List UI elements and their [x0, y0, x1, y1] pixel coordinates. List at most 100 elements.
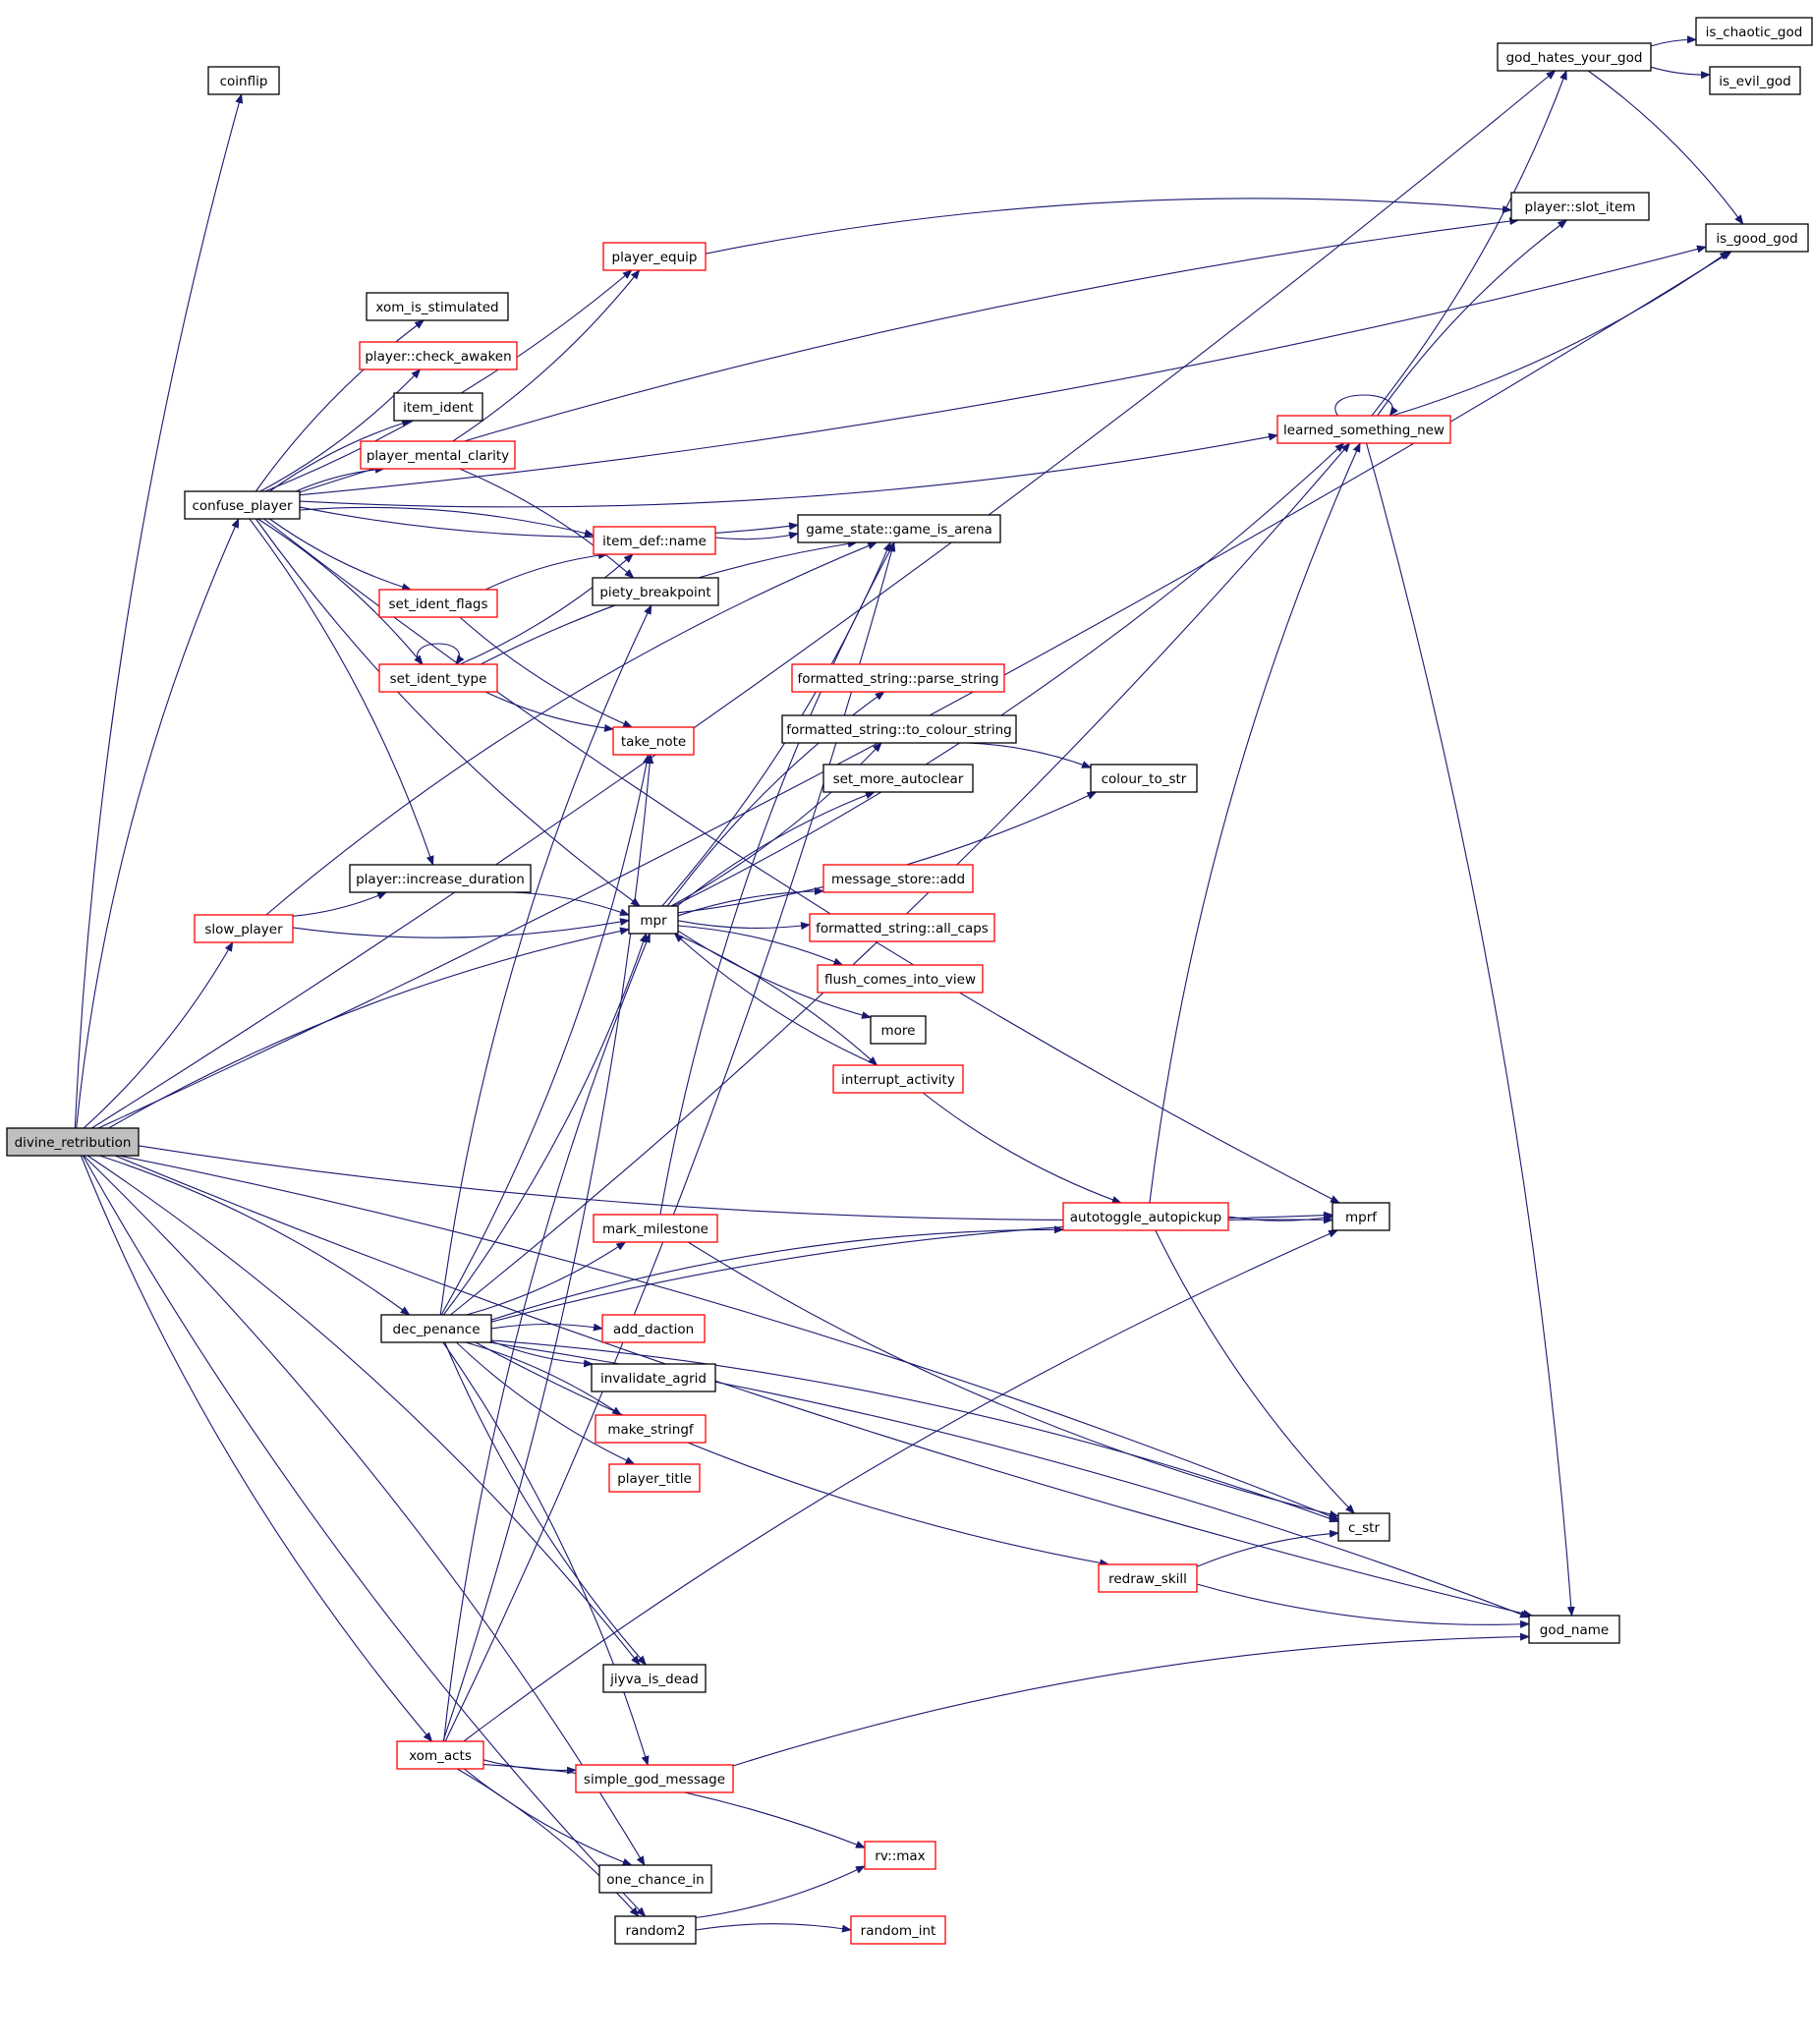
node-box[interactable]: [1276, 415, 1451, 444]
node-divine_retribution[interactable]: divine_retribution: [6, 1127, 140, 1157]
node-rv_max[interactable]: rv::max: [864, 1841, 936, 1870]
node-god_name[interactable]: god_name: [1528, 1615, 1620, 1644]
node-box[interactable]: [598, 1864, 712, 1894]
node-box[interactable]: [602, 1664, 707, 1693]
node-box[interactable]: [378, 663, 498, 693]
node-coinflip[interactable]: coinflip: [207, 66, 280, 95]
node-invalidate_agrid[interactable]: invalidate_agrid: [591, 1363, 716, 1392]
node-box[interactable]: [359, 341, 518, 370]
node-game_is_arena[interactable]: game_state::game_is_arena: [797, 514, 1001, 543]
node-colour_to_str[interactable]: colour_to_str: [1090, 764, 1198, 793]
node-xom_is_stimulated[interactable]: xom_is_stimulated: [366, 292, 509, 321]
node-box[interactable]: [380, 1314, 492, 1343]
node-one_chance_in[interactable]: one_chance_in: [598, 1864, 712, 1894]
node-random2[interactable]: random2: [614, 1915, 697, 1945]
node-box[interactable]: [396, 1740, 484, 1770]
node-interrupt_activity[interactable]: interrupt_activity: [832, 1064, 964, 1094]
node-box[interactable]: [809, 913, 995, 942]
node-box[interactable]: [628, 905, 679, 935]
node-all_caps[interactable]: formatted_string::all_caps: [809, 913, 995, 942]
node-simple_god_message[interactable]: simple_god_message: [575, 1764, 734, 1793]
node-to_colour_string[interactable]: formatted_string::to_colour_string: [781, 714, 1017, 744]
node-player_mental_clarity[interactable]: player_mental_clarity: [360, 440, 516, 470]
node-box[interactable]: [832, 1064, 964, 1094]
node-make_stringf[interactable]: make_stringf: [595, 1414, 707, 1444]
node-box[interactable]: [822, 864, 974, 893]
node-box[interactable]: [592, 577, 719, 606]
node-mark_milestone[interactable]: mark_milestone: [593, 1214, 718, 1243]
node-item_def_name[interactable]: item_def::name: [593, 526, 716, 555]
node-box[interactable]: [870, 1015, 927, 1045]
node-flush_comes_into_view[interactable]: flush_comes_into_view: [817, 964, 984, 994]
node-box[interactable]: [612, 726, 695, 756]
node-box[interactable]: [378, 589, 498, 618]
node-box[interactable]: [791, 663, 1005, 693]
node-player_equip[interactable]: player_equip: [602, 242, 707, 271]
node-box[interactable]: [366, 292, 509, 321]
node-box[interactable]: [1062, 1202, 1229, 1231]
node-box[interactable]: [817, 964, 984, 994]
node-box[interactable]: [194, 914, 294, 943]
node-box[interactable]: [575, 1764, 734, 1793]
node-box[interactable]: [1098, 1563, 1198, 1593]
node-message_store_add[interactable]: message_store::add: [822, 864, 974, 893]
node-box[interactable]: [591, 1363, 716, 1392]
node-take_note[interactable]: take_note: [612, 726, 695, 756]
node-box[interactable]: [349, 864, 532, 893]
node-set_more_autoclear[interactable]: set_more_autoclear: [822, 764, 974, 793]
node-box[interactable]: [864, 1841, 936, 1870]
node-box[interactable]: [593, 526, 716, 555]
node-dec_penance[interactable]: dec_penance: [380, 1314, 492, 1343]
node-mprf[interactable]: mprf: [1331, 1202, 1390, 1231]
node-box[interactable]: [1090, 764, 1198, 793]
node-box[interactable]: [602, 242, 707, 271]
node-box[interactable]: [601, 1314, 706, 1343]
node-box[interactable]: [614, 1915, 697, 1945]
node-box[interactable]: [360, 440, 516, 470]
node-box[interactable]: [207, 66, 280, 95]
node-box[interactable]: [6, 1127, 140, 1157]
node-more[interactable]: more: [870, 1015, 927, 1045]
node-is_evil_god[interactable]: is_evil_god: [1709, 66, 1801, 95]
node-box[interactable]: [595, 1414, 707, 1444]
node-box[interactable]: [1709, 66, 1801, 95]
node-item_ident[interactable]: item_ident: [393, 392, 483, 422]
node-box[interactable]: [184, 490, 301, 520]
node-set_ident_flags[interactable]: set_ident_flags: [378, 589, 498, 618]
node-xom_acts[interactable]: xom_acts: [396, 1740, 484, 1770]
node-box[interactable]: [1331, 1202, 1390, 1231]
node-box[interactable]: [1497, 42, 1652, 72]
node-increase_duration[interactable]: player::increase_duration: [349, 864, 532, 893]
node-box[interactable]: [1695, 17, 1813, 46]
node-c_str[interactable]: c_str: [1337, 1512, 1390, 1542]
node-box[interactable]: [1510, 192, 1650, 221]
node-player_check_awaken[interactable]: player::check_awaken: [359, 341, 518, 370]
node-mpr[interactable]: mpr: [628, 905, 679, 935]
node-box[interactable]: [1705, 223, 1809, 253]
node-confuse_player[interactable]: confuse_player: [184, 490, 301, 520]
node-box[interactable]: [1528, 1615, 1620, 1644]
node-is_chaotic_god[interactable]: is_chaotic_god: [1695, 17, 1813, 46]
node-autotoggle_autopickup[interactable]: autotoggle_autopickup: [1062, 1202, 1229, 1231]
node-box[interactable]: [822, 764, 974, 793]
node-is_good_god[interactable]: is_good_god: [1705, 223, 1809, 253]
node-add_daction[interactable]: add_daction: [601, 1314, 706, 1343]
node-box[interactable]: [797, 514, 1001, 543]
node-box[interactable]: [781, 714, 1017, 744]
node-redraw_skill[interactable]: redraw_skill: [1098, 1563, 1198, 1593]
node-box[interactable]: [1337, 1512, 1390, 1542]
node-box[interactable]: [608, 1463, 701, 1493]
node-slow_player[interactable]: slow_player: [194, 914, 294, 943]
node-player_slot_item[interactable]: player::slot_item: [1510, 192, 1650, 221]
node-set_ident_type[interactable]: set_ident_type: [378, 663, 498, 693]
node-parse_string[interactable]: formatted_string::parse_string: [791, 663, 1005, 693]
node-piety_breakpoint[interactable]: piety_breakpoint: [592, 577, 719, 606]
node-god_hates_your_god[interactable]: god_hates_your_god: [1497, 42, 1652, 72]
node-jiyva_is_dead[interactable]: jiyva_is_dead: [602, 1664, 707, 1693]
node-box[interactable]: [850, 1915, 946, 1945]
node-player_title[interactable]: player_title: [608, 1463, 701, 1493]
node-box[interactable]: [393, 392, 483, 422]
node-learned_something_new[interactable]: learned_something_new: [1276, 415, 1451, 444]
node-random_int[interactable]: random_int: [850, 1915, 946, 1945]
node-box[interactable]: [593, 1214, 718, 1243]
